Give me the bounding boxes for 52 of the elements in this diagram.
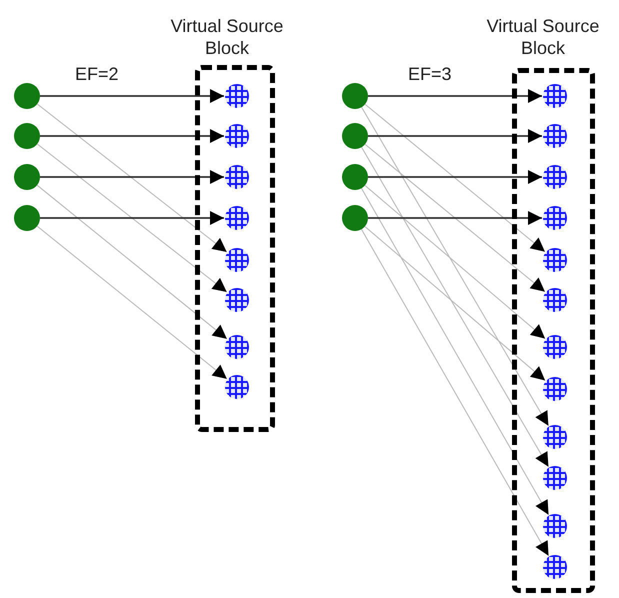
source-node <box>342 83 368 109</box>
virtual-source-node <box>543 288 567 312</box>
virtual-source-node <box>543 84 567 108</box>
arrow <box>36 226 228 380</box>
source-node <box>14 83 40 109</box>
virtual-source-node <box>543 206 567 230</box>
arrow <box>40 211 224 225</box>
arrow <box>364 226 546 382</box>
virtual-source-node <box>543 555 567 579</box>
expansion-factor-label: EF=3 <box>408 64 452 85</box>
virtual-source-node <box>543 124 567 148</box>
virtual-source-node <box>543 165 567 189</box>
arrow <box>40 129 224 143</box>
arrow <box>364 144 546 292</box>
virtual-source-node <box>225 375 249 399</box>
virtual-source-node <box>225 165 249 189</box>
virtual-source-node <box>225 288 249 312</box>
source-node <box>14 164 40 190</box>
arrow <box>36 104 228 252</box>
virtual-source-node <box>543 335 567 359</box>
virtual-source-node <box>225 206 249 230</box>
virtual-source-node <box>225 248 249 272</box>
virtual-source-node <box>543 248 567 272</box>
block-title: Virtual Source Block <box>486 15 600 59</box>
arrow <box>36 144 228 292</box>
arrow <box>368 129 542 143</box>
virtual-source-node <box>543 425 567 449</box>
source-node <box>342 164 368 190</box>
arrow <box>36 184 228 340</box>
expansion-factor-label: EF=2 <box>75 64 119 85</box>
arrow <box>40 89 224 103</box>
source-node <box>342 123 368 149</box>
arrow <box>368 211 542 225</box>
virtual-source-node <box>225 124 249 148</box>
source-node <box>342 205 368 231</box>
arrow <box>364 104 546 252</box>
source-node <box>14 205 40 231</box>
virtual-source-node <box>225 84 249 108</box>
arrow <box>360 228 550 556</box>
virtual-source-node <box>543 514 567 538</box>
block-title: Virtual Source Block <box>170 15 284 59</box>
virtual-source-node <box>225 335 249 359</box>
arrow <box>368 170 542 184</box>
source-node <box>14 123 40 149</box>
arrow <box>360 188 550 516</box>
arrow <box>364 184 546 340</box>
virtual-source-node <box>543 377 567 401</box>
arrow <box>368 89 542 103</box>
virtual-source-node <box>543 466 567 490</box>
arrow <box>361 146 549 468</box>
arrow <box>361 106 549 426</box>
arrow <box>40 170 224 184</box>
